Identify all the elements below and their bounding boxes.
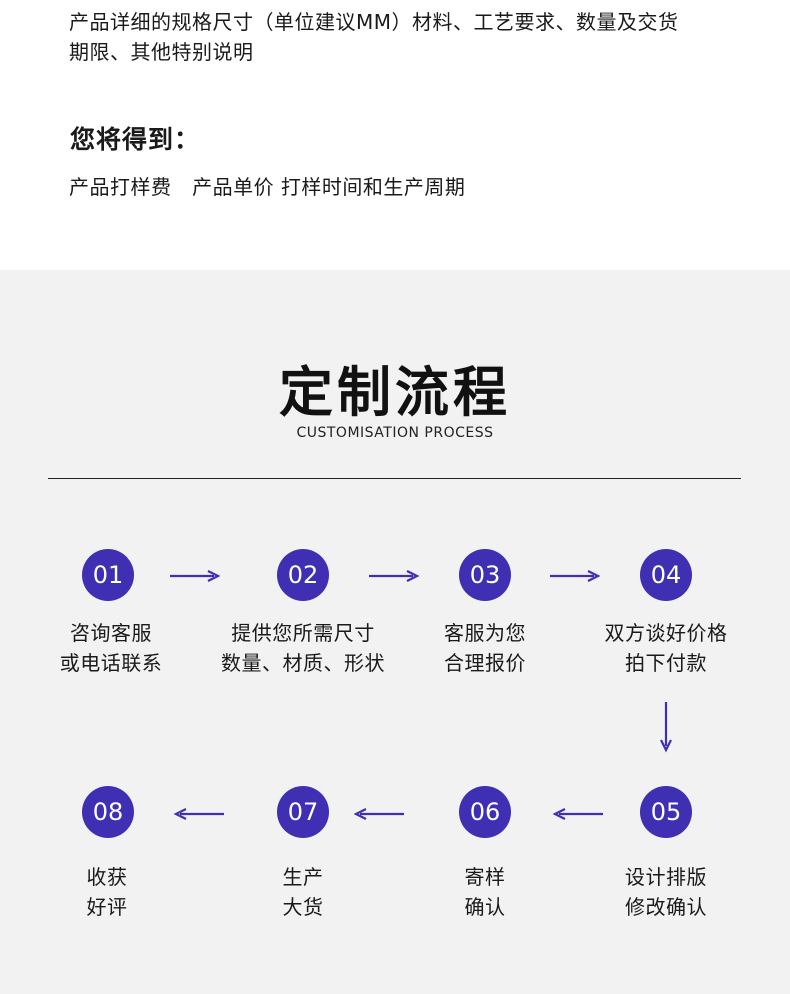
step-label-03-line2: 合理报价 (444, 651, 526, 675)
step-label-05-line2: 修改确认 (625, 895, 707, 919)
step-label-08-line2: 好评 (86, 895, 128, 919)
step-label-01-line2: 或电话联系 (59, 651, 163, 675)
step-label-04: 双方谈好价格 拍下付款 (566, 618, 766, 678)
step-label-06-line1: 寄样 (464, 865, 506, 889)
step-label-01-line1: 咨询客服 (70, 621, 152, 645)
process-subtitle: CUSTOMISATION PROCESS (296, 425, 494, 441)
receive-text: 产品打样费 产品单价 打样时间和生产周期 (69, 175, 466, 199)
step-badge-01: 01 (82, 549, 134, 601)
step-badge-08: 08 (82, 786, 134, 838)
arrow-left-icon (353, 808, 404, 820)
step-badge-05: 05 (640, 786, 692, 838)
arrow-right-icon (369, 570, 420, 582)
step-label-08-line1: 收获 (86, 865, 128, 889)
step-label-07-line1: 生产 (282, 865, 324, 889)
step-label-05-line1: 设计排版 (625, 865, 707, 889)
step-label-01: 咨询客服 或电话联系 (11, 618, 211, 678)
step-label-08: 收获 好评 (7, 862, 207, 922)
step-label-07: 生产 大货 (203, 862, 403, 922)
step-label-02-line2: 数量、材质、形状 (221, 651, 385, 675)
step-badge-03: 03 (459, 549, 511, 601)
step-label-02: 提供您所需尺寸 数量、材质、形状 (203, 618, 403, 678)
step-badge-06: 06 (459, 786, 511, 838)
step-label-06-line2: 确认 (464, 895, 506, 919)
step-label-04-line1: 双方谈好价格 (604, 621, 728, 645)
step-label-05: 设计排版 修改确认 (566, 862, 766, 922)
step-label-03: 客服为您 合理报价 (385, 618, 585, 678)
arrow-down-icon (660, 702, 672, 753)
step-label-06: 寄样 确认 (385, 862, 585, 922)
step-badge-04: 04 (640, 549, 692, 601)
requirements-text: 产品详细的规格尺寸（单位建议MM）材料、工艺要求、数量及交货 期限、其他特别说明 (69, 7, 739, 67)
process-section: 定制流程 CUSTOMISATION PROCESS 01 02 03 04 咨… (0, 270, 790, 994)
arrow-right-icon (550, 570, 601, 582)
receive-heading: 您将得到： (70, 125, 201, 154)
step-label-02-line1: 提供您所需尺寸 (231, 621, 375, 645)
step-badge-07: 07 (277, 786, 329, 838)
step-label-04-line2: 拍下付款 (625, 651, 707, 675)
arrow-right-icon (170, 570, 221, 582)
step-badge-02: 02 (277, 549, 329, 601)
requirements-line-2: 期限、其他特别说明 (69, 40, 254, 64)
arrow-left-icon (552, 808, 603, 820)
arrow-left-icon (173, 808, 224, 820)
divider (48, 478, 741, 479)
step-label-07-line2: 大货 (282, 895, 324, 919)
process-title: 定制流程 (279, 361, 511, 424)
step-label-03-line1: 客服为您 (444, 621, 526, 645)
requirements-line-1: 产品详细的规格尺寸（单位建议MM）材料、工艺要求、数量及交货 (69, 10, 679, 34)
